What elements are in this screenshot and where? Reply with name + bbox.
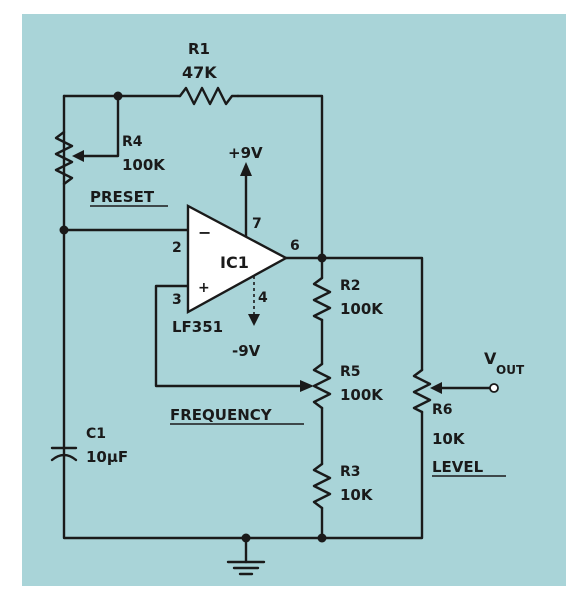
r6-resistor [412, 368, 432, 414]
ic1-pin3: 3 [172, 292, 182, 308]
ic1-ref: IC1 [220, 253, 249, 272]
vpos-label: +9V [228, 144, 263, 162]
wire-top-right [236, 94, 324, 260]
r5-wiper-arrow [300, 380, 314, 392]
r5-value: 100K [340, 386, 384, 404]
panel-background [22, 14, 566, 586]
ic1-opamp-symbol [186, 204, 289, 315]
wire-output [284, 256, 424, 372]
r6-note: LEVEL [432, 458, 484, 476]
r1-ref: R1 [188, 40, 210, 58]
r2-resistor [312, 276, 332, 322]
r4-ref: R4 [122, 134, 143, 150]
vout-main: V [484, 349, 497, 368]
wire-r4-tap [78, 94, 120, 158]
r6-value: 10K [432, 430, 466, 448]
vneg-arrow [248, 314, 260, 326]
junction-ground [241, 533, 251, 543]
c1-plate-bottom [50, 453, 78, 462]
junction-bottom [317, 533, 327, 543]
ic1-pin7: 7 [252, 216, 262, 232]
junction-inv [59, 225, 69, 235]
wire-noninv-loop [154, 284, 304, 388]
ic1-plus: + [198, 280, 210, 296]
r4-value: 100K [122, 156, 166, 174]
r3-value: 10K [340, 486, 374, 504]
vneg-label: -9V [232, 342, 261, 360]
r4-wiper-arrow [72, 150, 84, 162]
junction-top [113, 91, 123, 101]
r6-ref: R6 [432, 402, 453, 418]
r5-note: FREQUENCY [170, 406, 273, 424]
r1-value: 47K [182, 63, 217, 82]
vout-terminal [489, 383, 499, 393]
ic1-pin6: 6 [290, 238, 300, 254]
r1-resistor [178, 86, 240, 106]
ic1-minus: − [198, 223, 211, 242]
r3-ref: R3 [340, 464, 361, 480]
r4-note: PRESET [90, 188, 155, 206]
junction-output [317, 253, 327, 263]
wire-left-rail [62, 94, 324, 540]
schematic-panel: R1 47K R4 100K PRESET +9V − + IC1 2 3 7 … [22, 14, 566, 586]
ic1-part: LF351 [172, 318, 223, 336]
vpos-arrow [240, 162, 252, 176]
vout-sub: OUT [496, 363, 525, 377]
c1-value: 10µF [86, 448, 128, 466]
c1-ref: C1 [86, 426, 106, 442]
r4-resistor [54, 130, 74, 186]
ic1-pin4: 4 [258, 290, 268, 306]
r2-value: 100K [340, 300, 384, 318]
wire-r6-bottom [320, 410, 424, 540]
r5-ref: R5 [340, 364, 361, 380]
circuit-diagram: R1 47K R4 100K PRESET +9V − + IC1 2 3 7 … [22, 14, 566, 586]
r2-ref: R2 [340, 278, 361, 294]
r3-resistor [312, 462, 332, 510]
ic1-pin2: 2 [172, 240, 182, 256]
r6-wiper-arrow [430, 382, 442, 394]
